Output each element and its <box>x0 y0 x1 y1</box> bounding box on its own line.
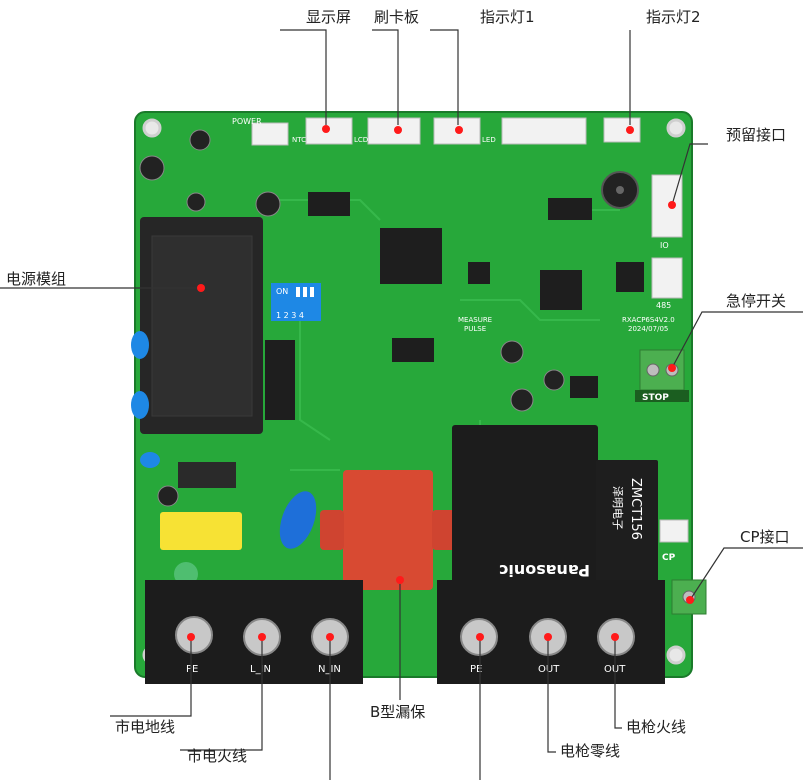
silk-measure: MEASURE <box>458 316 492 324</box>
silk-lcd: LCD <box>354 136 368 144</box>
cap-4 <box>255 191 281 217</box>
silk-485: 485 <box>656 301 671 310</box>
cap-2 <box>139 155 165 181</box>
label-cp-port: CP接口 <box>740 528 790 546</box>
mount-hole-tl <box>142 118 162 138</box>
silk-dip-numbers: 1 2 3 4 <box>276 311 304 320</box>
silk-l-in: L_IN <box>250 664 271 675</box>
cap-3 <box>186 192 206 212</box>
silk-io: IO <box>660 241 669 250</box>
silk-pe2: PE <box>470 664 482 675</box>
zmct-transformer <box>596 460 658 600</box>
chip-c <box>468 262 490 284</box>
marker-display <box>322 125 330 133</box>
blue-y-cap <box>279 491 317 549</box>
silk-ct-model: ZMCT156 <box>628 478 643 540</box>
leader-live-in <box>180 640 263 751</box>
red-markers <box>187 125 694 641</box>
relay-small-row <box>616 262 644 292</box>
chip-f <box>570 376 598 398</box>
label-gun-live: 电枪火线 <box>626 718 687 736</box>
led2-connector <box>603 117 641 143</box>
card-connector <box>367 117 421 145</box>
silk-pulse: PULSE <box>464 325 486 333</box>
power-inductor-block <box>265 340 295 420</box>
main-mcu <box>380 228 442 284</box>
label-power-module: 电源模组 <box>6 270 67 288</box>
silk-model: RXACP6S4V2.0 <box>622 316 675 324</box>
label-indicator2: 指示灯2 <box>646 8 701 26</box>
leader-cp <box>689 547 803 601</box>
power-connector <box>251 122 289 146</box>
label-reserved-port: 预留接口 <box>726 126 787 144</box>
cp-white-connector <box>659 519 689 543</box>
chip-a <box>308 192 350 216</box>
silk-date: 2024/07/05 <box>628 325 668 333</box>
silk-dip-on: ON <box>276 287 288 296</box>
cap-5 <box>500 340 524 364</box>
marker-indicator1 <box>455 126 463 134</box>
leader-reserved <box>671 143 708 206</box>
chip-b <box>548 198 592 220</box>
leader-lines <box>0 29 803 780</box>
marker-gun-l <box>611 633 619 641</box>
label-mains-live: 市电火线 <box>187 747 248 765</box>
label-display: 显示屏 <box>306 8 352 26</box>
mount-hole-br <box>666 645 686 665</box>
leader-card <box>372 29 399 125</box>
marker-reserved <box>668 201 676 209</box>
chip-d <box>540 270 582 310</box>
wide-connector <box>501 117 587 145</box>
marker-b-leak <box>396 576 404 584</box>
silk-led: LED <box>482 136 496 144</box>
silk-relay-brand: Panasonic <box>499 561 590 580</box>
label-mains-ground: 市电地线 <box>115 718 176 736</box>
common-mode-choke <box>178 462 236 488</box>
marker-gnd <box>187 633 195 641</box>
marker-card <box>394 126 402 134</box>
leader-indicator1 <box>430 29 459 125</box>
rs485-connector <box>651 257 683 299</box>
silk-stop: STOP <box>642 393 669 403</box>
panasonic-relay <box>452 425 598 600</box>
label-indicator1: 指示灯1 <box>480 8 535 26</box>
mount-hole-tr <box>666 118 686 138</box>
b-type-leakage-module <box>343 470 433 590</box>
leader-display <box>280 29 327 125</box>
leader-estop <box>671 311 803 369</box>
label-b-leak-protect: B型漏保 <box>370 703 426 721</box>
silk-power: POWER <box>232 117 262 126</box>
silk-pe1: PE <box>186 664 198 675</box>
leader-gnd <box>110 640 192 717</box>
silk-ntc: NTC <box>292 136 306 144</box>
marker-cp <box>686 596 694 604</box>
marker-power <box>197 284 205 292</box>
silk-ct-maker: 泽明电子 <box>611 486 624 530</box>
chip-e <box>392 338 434 362</box>
label-gun-neutral: 电枪零线 <box>560 742 621 760</box>
x-capacitor <box>160 512 242 550</box>
marker-indicator2 <box>626 126 634 134</box>
marker-estop <box>668 364 676 372</box>
silk-out1: OUT <box>538 664 560 675</box>
silk-cp: CP <box>662 553 676 563</box>
cap-8 <box>157 485 179 507</box>
marker-n-in <box>326 633 334 641</box>
label-estop-switch: 急停开关 <box>726 292 787 310</box>
leader-gun-n <box>547 640 556 753</box>
cap-6 <box>510 388 534 412</box>
label-card-board: 刷卡板 <box>374 8 420 26</box>
cap-7 <box>543 369 565 391</box>
io-connector <box>651 174 683 238</box>
leader-gun-l <box>614 640 622 729</box>
marker-live-in <box>258 633 266 641</box>
marker-pe2 <box>476 633 484 641</box>
cap-1 <box>189 129 211 151</box>
marker-gun-n <box>544 633 552 641</box>
